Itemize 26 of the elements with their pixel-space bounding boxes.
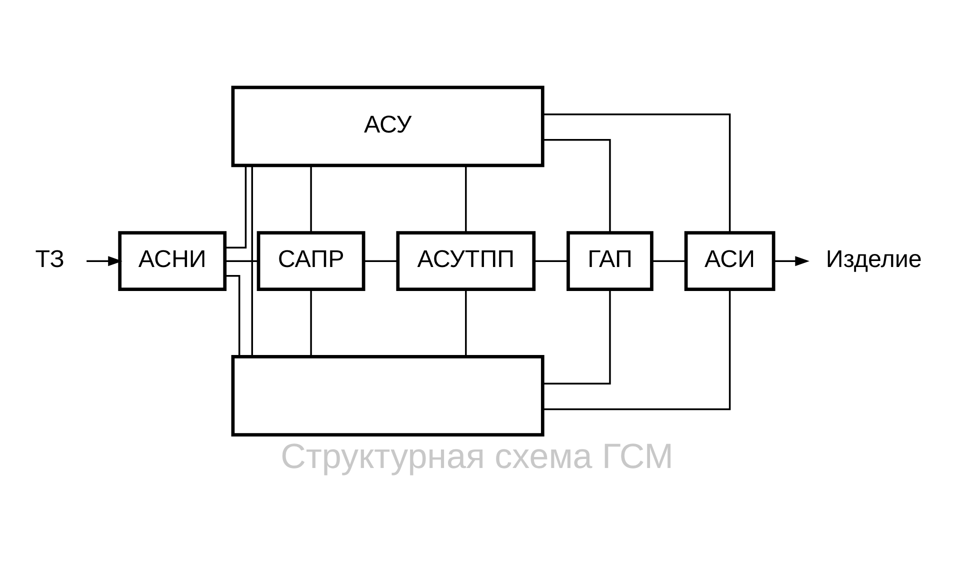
node-text: Изделие: [826, 246, 922, 274]
node-text: ТЗ: [35, 246, 64, 274]
connector: [465, 290, 467, 356]
node-box: АСНИ: [118, 231, 227, 292]
connector: [364, 260, 398, 262]
connector: [534, 260, 568, 262]
connector: [310, 166, 312, 233]
node-box: [231, 355, 544, 436]
node-box: ГАП: [566, 231, 654, 292]
connector: [310, 290, 312, 356]
connector: [542, 290, 731, 410]
connector: [465, 166, 467, 233]
connector: [225, 275, 240, 356]
connector: [251, 166, 253, 357]
connector: [542, 290, 611, 384]
node-box: АСИ: [684, 231, 776, 292]
node-box: САПР: [256, 231, 366, 292]
connector: [225, 260, 258, 262]
arrow: [86, 256, 122, 266]
connector: [652, 260, 686, 262]
connector: [542, 113, 731, 233]
connector: [542, 139, 611, 232]
connector: [224, 166, 247, 248]
arrow: [774, 256, 810, 266]
node-box: АСУ: [231, 86, 544, 168]
node-box: АСУТПП: [396, 231, 536, 292]
